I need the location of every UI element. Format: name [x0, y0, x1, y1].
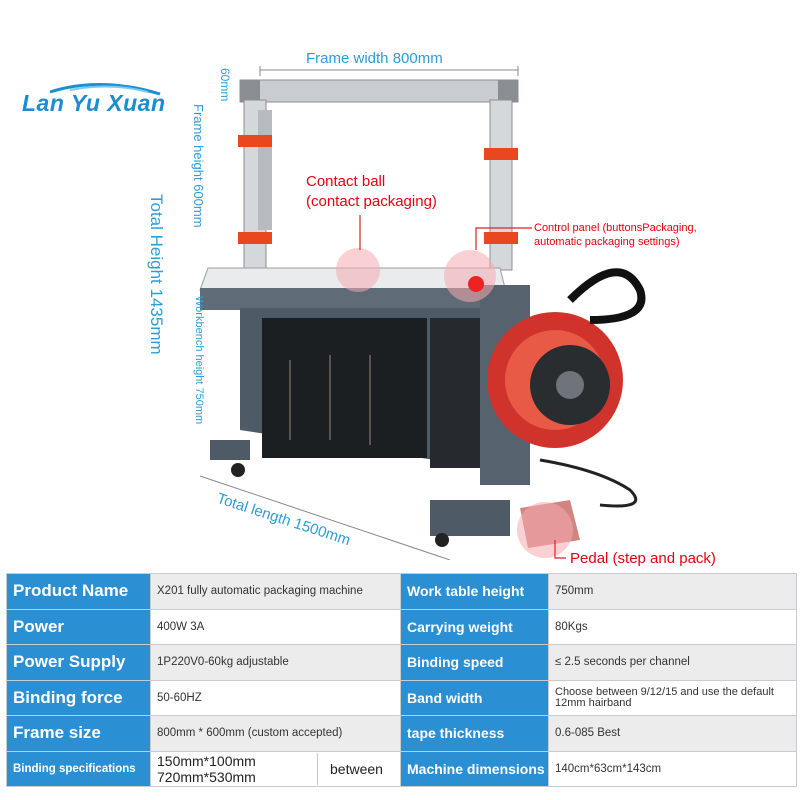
table-row: Binding specifications 150mm*100mm 720mm… — [6, 750, 797, 787]
spec-key: Power — [6, 608, 151, 645]
workbench-height-label: Workbench height 750mm — [193, 296, 205, 425]
logo-swoosh-icon — [49, 82, 161, 96]
spec-value: ≤ 2.5 seconds per channel — [548, 644, 797, 681]
spec-key: Product Name — [6, 573, 151, 610]
table-row: Power 400W 3A Carrying weight 80Kgs — [6, 608, 797, 645]
spec-key: Carrying weight — [400, 608, 549, 645]
spec-value: 0.6-085 Best — [548, 715, 797, 752]
spec-key: tape thickness — [400, 715, 549, 752]
table-row: Frame size 800mm * 600mm (custom accepte… — [6, 715, 797, 752]
spec-key: Band width — [400, 679, 549, 716]
control-panel-callout: Control panel (buttonsPackaging, automat… — [534, 221, 697, 249]
binding-spec-between: between — [330, 760, 383, 777]
spec-value: 80Kgs — [548, 608, 797, 645]
binding-spec-line2: 720mm*530mm — [157, 768, 256, 785]
table-row: Product Name X201 fully automatic packag… — [6, 573, 797, 610]
table-row: Binding force 50-60HZ Band width Choose … — [6, 679, 797, 716]
spec-key: Machine dimensions — [400, 750, 549, 787]
spec-value: 50-60HZ — [150, 679, 401, 716]
spec-value: X201 fully automatic packaging machine — [150, 573, 401, 610]
binding-spec-line1: 150mm*100mm — [157, 752, 256, 769]
binding-spec-values: 150mm*100mm 720mm*530mm between — [150, 750, 401, 787]
table-row: Power Supply 1P220V0-60kg adjustable Bin… — [6, 644, 797, 681]
spec-value: 750mm — [548, 573, 797, 610]
spec-key: Power Supply — [6, 644, 151, 681]
contact-ball-line1: Contact ball — [306, 173, 386, 190]
logo-text: Lan Yu Xuan — [22, 90, 166, 116]
spec-key: Work table height — [400, 573, 549, 610]
top-60-label: 60mm — [218, 68, 232, 102]
total-height-label: Total Height 1435mm — [147, 194, 166, 355]
spec-key: Frame size — [6, 715, 151, 752]
spec-value: 400W 3A — [150, 608, 401, 645]
contact-ball-callout: Contact ball (contact packaging) — [306, 172, 437, 212]
spec-key: Binding force — [6, 679, 151, 716]
spec-value: 800mm * 600mm (custom accepted) — [150, 715, 401, 752]
contact-ball-line2: (contact packaging) — [306, 193, 437, 210]
spec-value: 1P220V0-60kg adjustable — [150, 644, 401, 681]
strapping-machine-illustration — [199, 66, 646, 560]
control-panel-line1: Control panel (buttonsPackaging, — [534, 222, 697, 234]
frame-height-label: Frame height 600mm — [191, 104, 206, 228]
brand-logo: Lan Yu Xuan — [20, 80, 170, 120]
pedal-callout: Pedal (step and pack) — [570, 550, 716, 567]
spec-value: Choose between 9/12/15 and use the defau… — [548, 679, 797, 716]
control-panel-line2: automatic packaging settings) — [534, 236, 680, 248]
spec-key: Binding speed — [400, 644, 549, 681]
spec-key: Binding specifications — [6, 750, 151, 787]
spec-value: 140cm*63cm*143cm — [548, 750, 797, 787]
frame-width-label: Frame width 800mm — [306, 50, 443, 67]
spec-table: Product Name X201 fully automatic packag… — [6, 573, 797, 787]
